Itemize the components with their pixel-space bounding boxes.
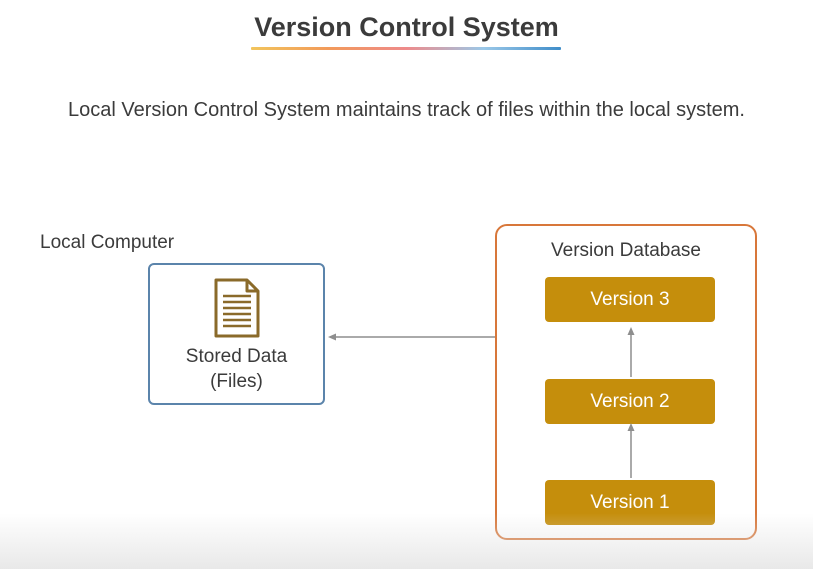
local-computer-label: Local Computer — [40, 232, 175, 253]
subtitle-text: Local Version Control System maintains t… — [68, 99, 745, 121]
stored-data-line1: Stored Data — [185, 346, 288, 367]
page-title: Version Control System — [254, 12, 559, 42]
arrow-head-local — [328, 333, 336, 341]
stored-data-label: Stored Data (Files) — [150, 344, 323, 394]
document-icon — [214, 278, 260, 338]
version-database-box: Version Database Version 3 Version 2 Ver… — [495, 224, 757, 540]
version-2-block: Version 2 — [545, 379, 715, 424]
stored-data-line2: (Files) — [210, 371, 263, 392]
stored-data-box: Stored Data (Files) — [148, 263, 325, 405]
version-database-label: Version Database — [551, 240, 701, 261]
bottom-shadow — [0, 513, 813, 569]
version-3-block: Version 3 — [545, 277, 715, 322]
title-underline — [251, 47, 561, 50]
